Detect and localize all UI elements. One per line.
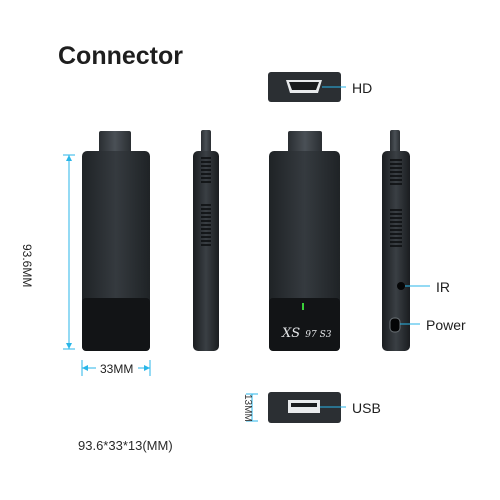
- width-dimension-line: [81, 360, 151, 376]
- ir-sensor-icon: [397, 282, 405, 290]
- power-port-label: Power: [426, 317, 466, 333]
- power-port-icon: [389, 317, 401, 333]
- status-led: [302, 303, 304, 310]
- height-dimension-line: [63, 154, 75, 350]
- side-view-left: [193, 130, 219, 351]
- hd-port-label: HD: [352, 80, 373, 96]
- ir-port-label: IR: [436, 279, 450, 295]
- diagram-title: Connector: [58, 42, 183, 70]
- front-view-branded: [269, 131, 340, 351]
- device-brand: XS 97 S3: [282, 326, 332, 341]
- usb-port-label: USB: [352, 400, 381, 416]
- width-dimension-label: 33MM: [100, 362, 134, 376]
- height-dimension-label: 93.6MM: [20, 244, 34, 288]
- usb-port-inset: [246, 392, 346, 423]
- side-view-ports: [382, 130, 410, 351]
- front-view-left: [82, 131, 150, 351]
- thickness-dimension-label: 13MM: [242, 394, 253, 422]
- dimensions-summary: 93.6*33*13(MM): [78, 438, 173, 453]
- hd-port-inset: [268, 72, 346, 102]
